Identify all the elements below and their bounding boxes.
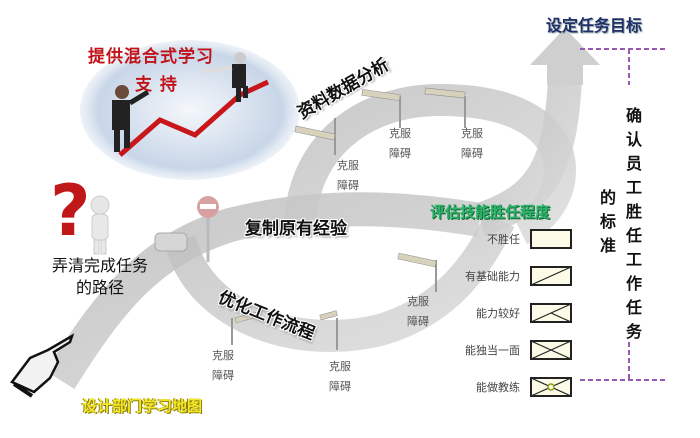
one-diagonal-box-icon	[530, 265, 572, 286]
goal-vertical-text: 确认员工胜任工作任务	[625, 106, 642, 341]
path-question: 弄清完成任务 的路径	[40, 255, 160, 299]
legend-item: 有基础能力	[450, 257, 572, 294]
obstacle-label: 克服障碍	[407, 295, 429, 328]
support-title-line1: 提供混合式学习	[88, 47, 214, 67]
cross-with-circle-box-icon	[530, 376, 572, 397]
road-label-copy-experience: 复制原有经验	[245, 219, 347, 239]
legend-item: 能力较好	[450, 294, 572, 331]
map-title: 设计部门学习地图	[82, 397, 203, 415]
businessman-helping-icon	[199, 52, 248, 102]
question-mark-icon: ?	[50, 170, 91, 252]
svg-text:?: ?	[50, 170, 91, 252]
barrier-icons	[231, 96, 466, 350]
legend-item: 不胜任	[450, 220, 572, 257]
full-cross-box-icon	[530, 339, 572, 360]
goal-title: 设定任务目标	[546, 16, 643, 35]
pointing-hand-icon	[10, 333, 75, 398]
partial-cross-box-icon	[530, 302, 572, 323]
goal-side-text: 的标准	[599, 188, 616, 255]
dashed-connector	[580, 48, 668, 381]
legend-item: 能独当一面	[450, 331, 572, 368]
path-question-line1: 弄清完成任务	[51, 256, 148, 275]
growth-line-icon	[118, 79, 270, 157]
path-question-line2: 的路径	[75, 278, 124, 297]
empty-box-icon	[530, 228, 572, 249]
obstacle-label: 克服障碍	[337, 159, 359, 192]
obstacle-label: 克服障碍	[389, 127, 411, 160]
support-title-line2: 支 持	[135, 75, 178, 95]
obstacle-label: 克服障碍	[461, 127, 483, 160]
car-icon	[154, 232, 188, 252]
assessment-title: 评估技能胜任程度	[430, 203, 551, 221]
legend-item: 能做教练	[450, 368, 572, 405]
assessment-legend: 不胜任 有基础能力 能力较好 能独当一面 能做教练	[450, 220, 572, 405]
thinking-person-icon	[90, 195, 110, 255]
businessman-icon	[112, 85, 150, 152]
obstacle-label: 克服障碍	[212, 349, 234, 382]
goal-arrow-icon	[530, 28, 600, 85]
obstacle-label: 克服障碍	[329, 360, 351, 393]
